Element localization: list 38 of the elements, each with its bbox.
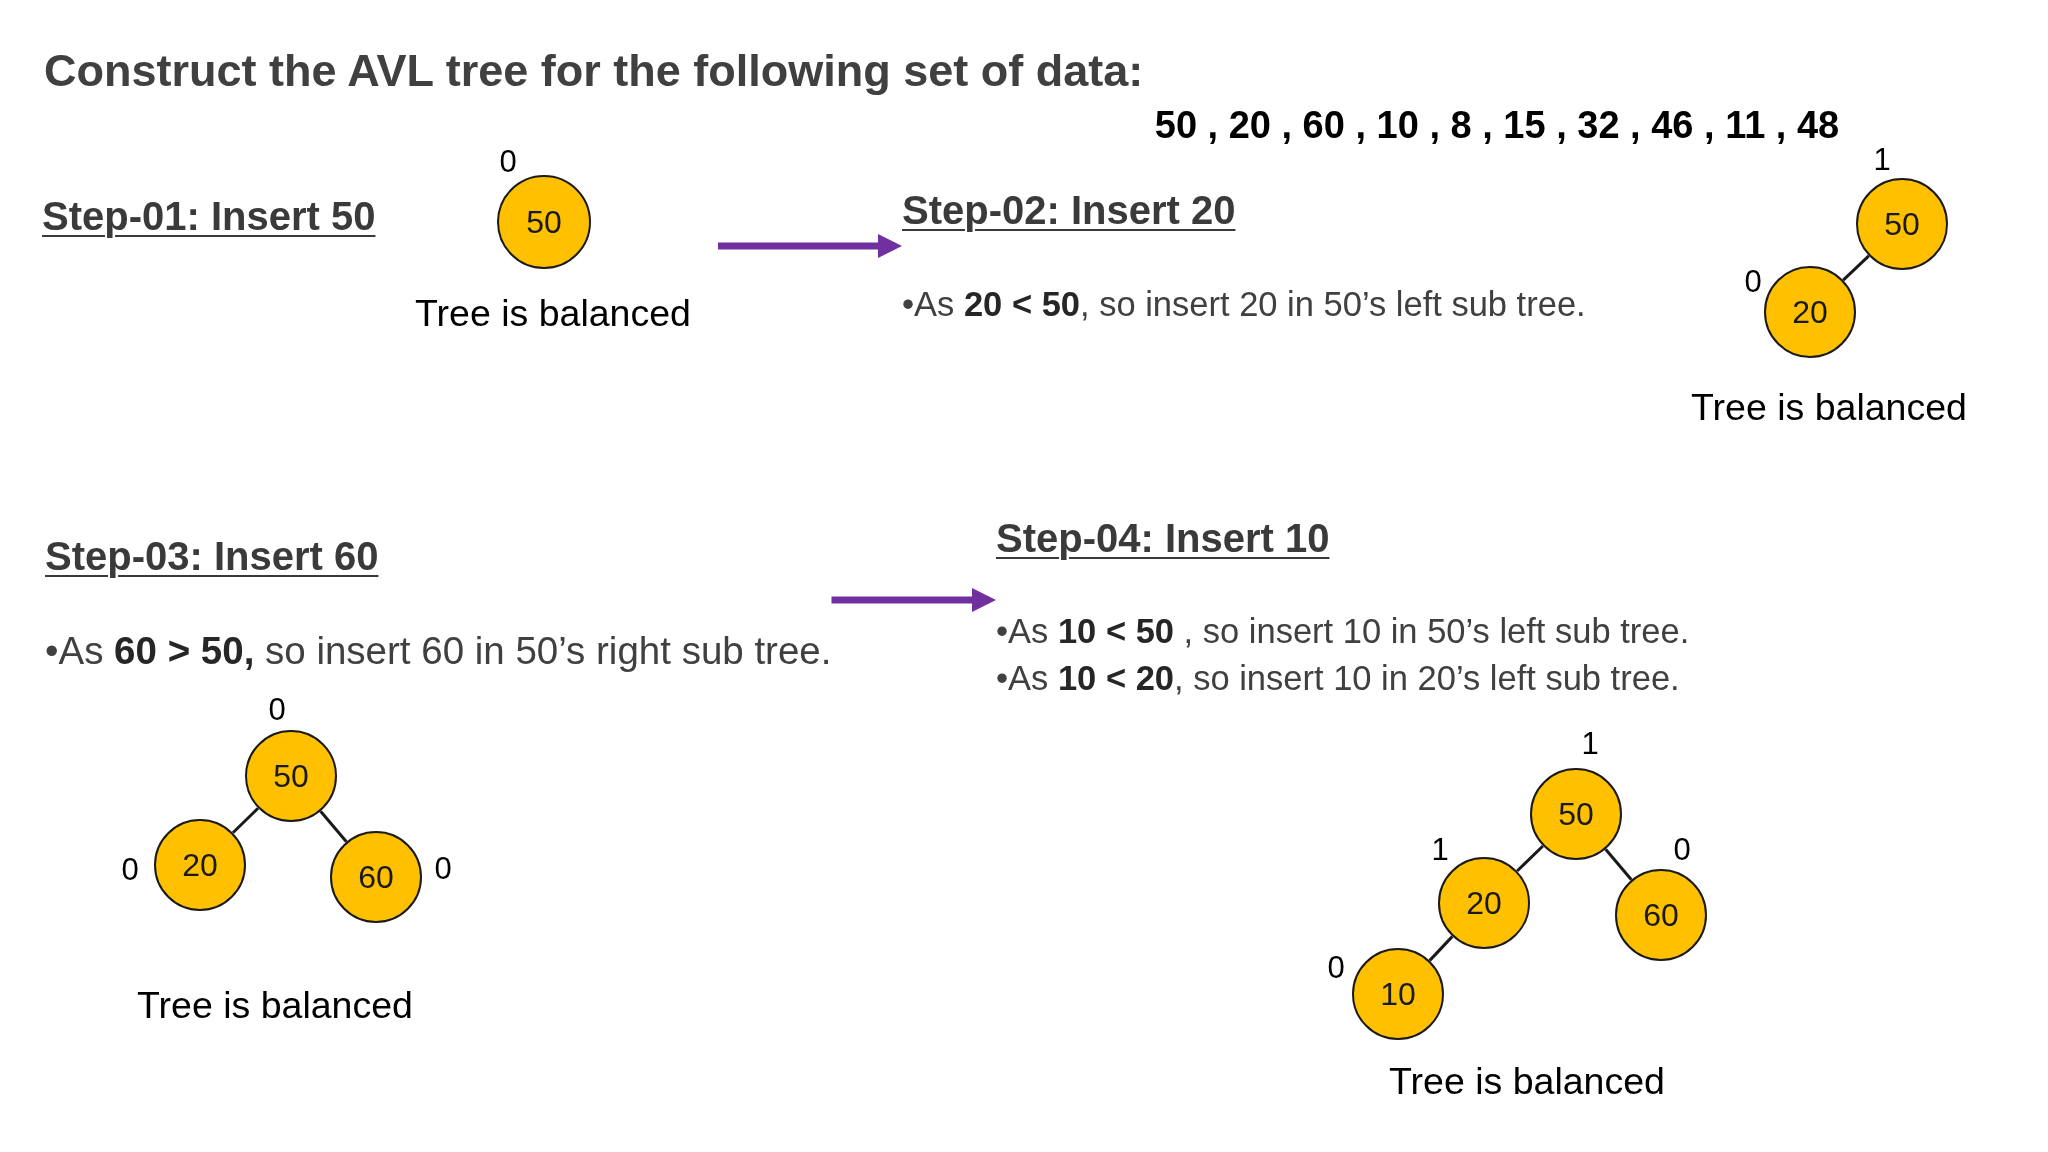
tree-status-caption: Tree is balanced <box>1389 1060 1665 1104</box>
tree-status-caption: Tree is balanced <box>1691 386 1967 430</box>
step-heading: Step-01: Insert 50 <box>42 193 376 239</box>
tree-node: 50 <box>1856 178 1948 270</box>
step-heading: Step-04: Insert 10 <box>996 515 1330 561</box>
slide-title: Construct the AVL tree for the following set of data: <box>44 45 1144 97</box>
tree-node: 60 <box>330 831 422 923</box>
tree-node: 60 <box>1615 869 1707 961</box>
tree-status-caption: Tree is balanced <box>415 292 691 336</box>
data-sequence: 50 , 20 , 60 , 10 , 8 , 15 , 32 , 46 , 11 , 48 <box>1154 104 1840 148</box>
step-heading: Step-03: Insert 60 <box>45 533 379 579</box>
tree-node: 50 <box>245 730 337 822</box>
balance-factor: 1 <box>1873 142 1891 178</box>
tree-status-caption: Tree is balanced <box>137 984 413 1028</box>
tree-node: 10 <box>1352 948 1444 1040</box>
tree-node: 50 <box>1530 768 1622 860</box>
balance-factor: 0 <box>1327 950 1345 986</box>
tree-node: 20 <box>154 819 246 911</box>
tree-edge-line <box>1604 848 1633 881</box>
balance-factor: 0 <box>1673 832 1691 868</box>
tree-edge-line <box>1428 935 1454 962</box>
tree-edge-line <box>319 810 348 843</box>
tree-edge-line <box>1516 844 1544 873</box>
bullet-text: •As 10 < 50 , so insert 10 in 50’s left sub tree. <box>996 611 1690 651</box>
balance-factor: 0 <box>1744 264 1762 300</box>
tree-node: 20 <box>1764 266 1856 358</box>
step-heading: Step-02: Insert 20 <box>902 187 1236 233</box>
balance-factor: 0 <box>121 852 139 888</box>
tree-edge-line <box>231 807 260 834</box>
balance-factor: 0 <box>268 692 286 728</box>
arrow <box>831 588 996 612</box>
tree-node: 50 <box>497 175 591 269</box>
balance-factor: 1 <box>1581 726 1599 762</box>
bullet-text: •As 10 < 20, so insert 10 in 20’s left sub tree. <box>996 658 1680 698</box>
bullet-text: •As 20 < 50, so insert 20 in 50’s left sub tree. <box>902 284 1586 324</box>
bullet-text: •As 60 > 50, so insert 60 in 50’s right sub tree. <box>45 629 832 673</box>
tree-edge-line <box>1842 254 1870 282</box>
balance-factor: 0 <box>434 851 452 887</box>
